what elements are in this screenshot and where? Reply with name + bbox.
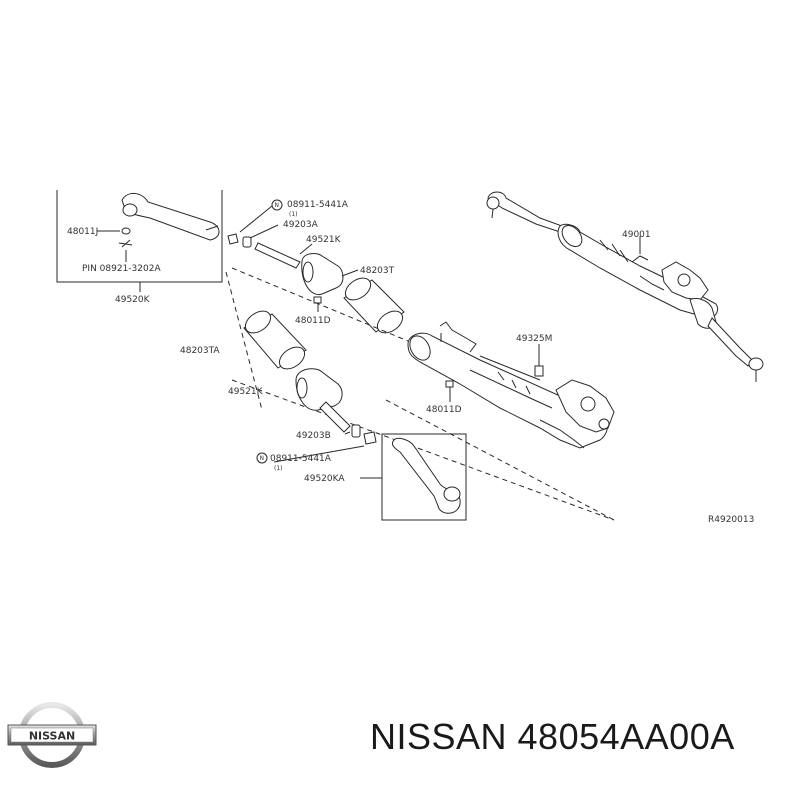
tie-rod-end-left-group [56,190,223,292]
boot-lower [295,368,343,411]
rack-housing-lower [407,321,615,449]
nut-48011J [121,227,131,235]
label-49203B: 49203B [296,431,331,441]
label-49001: 49001 [622,230,651,240]
pinion-housing-upper [661,261,709,301]
label-n1-qty: (1) [289,211,298,218]
labels: 48011J PIN 08921-3202A 49520K N 08911-54… [67,200,754,525]
inner-tie-rod-upper [254,242,313,269]
boot-49521K-upper [301,253,344,296]
pinion-housing-lower [555,379,615,433]
label-49521K-bot: 49521K [228,387,264,397]
label-n2-part: 08911-5441A [270,454,332,464]
n1-circle [271,199,283,211]
label-49520KA: 49520KA [304,474,345,484]
ball-joint-left [122,203,138,217]
tie-rod-end-right-box [381,433,467,521]
n2-circle [256,452,268,464]
bushing-49203B [351,424,361,438]
label-49520K: 49520K [115,295,151,305]
clip-48011D-upper [313,296,322,304]
label-n2: N [260,455,265,462]
boot-49521K-lower [295,368,343,411]
bushing-49203A [242,236,252,248]
part-number-title: NISSAN 48054AA00A [370,716,735,757]
label-49203A: 49203A [283,220,319,230]
tie-rod-end-left-arm [121,193,220,241]
label-ref: R4920013 [708,515,754,525]
nut-upper [227,233,239,245]
label-48203TA: 48203TA [180,346,220,356]
clip-upper [313,296,322,312]
rack-tie-rod-end-left [487,191,563,233]
clip-48011D-lower [445,380,454,388]
label-48203T: 48203T [360,266,395,276]
rack-tie-rod-right [707,317,753,367]
label-48011D-bot: 48011D [426,405,462,415]
nissan-logo: NISSAN [7,702,97,768]
cylinder-upper [343,277,405,334]
fitting-49325M [534,365,544,377]
label-48011J: 48011J [67,227,98,237]
label-48011D-top: 48011D [295,316,331,326]
label-n1-part: 08911-5441A [287,200,349,210]
rack-ball-joint-right [748,357,764,371]
tie-rod-end-right-arm [391,437,461,514]
label-n1: N [275,202,280,209]
boot-upper [301,253,359,296]
inner-tie-rod-lower-shaft [319,401,351,433]
label-49521K-top: 49521K [306,235,342,245]
steering-rack-assembly [486,191,764,382]
label-49325M: 49325M [516,334,552,344]
cylinder-lower [243,310,307,370]
tie-rod-end-right-group [360,433,467,521]
ball-joint-right [443,486,461,502]
washer-nut-upper [227,199,283,248]
label-n2-qty: (1) [274,465,283,472]
inner-tie-rod-lower [256,401,377,464]
inner-tie-rod-upper-shaft [254,242,301,269]
nut-lower [363,431,377,445]
label-pin: PIN 08921-3202A [82,264,161,274]
dashed-guide-lines [225,267,615,521]
logo-text: NISSAN [29,730,75,743]
